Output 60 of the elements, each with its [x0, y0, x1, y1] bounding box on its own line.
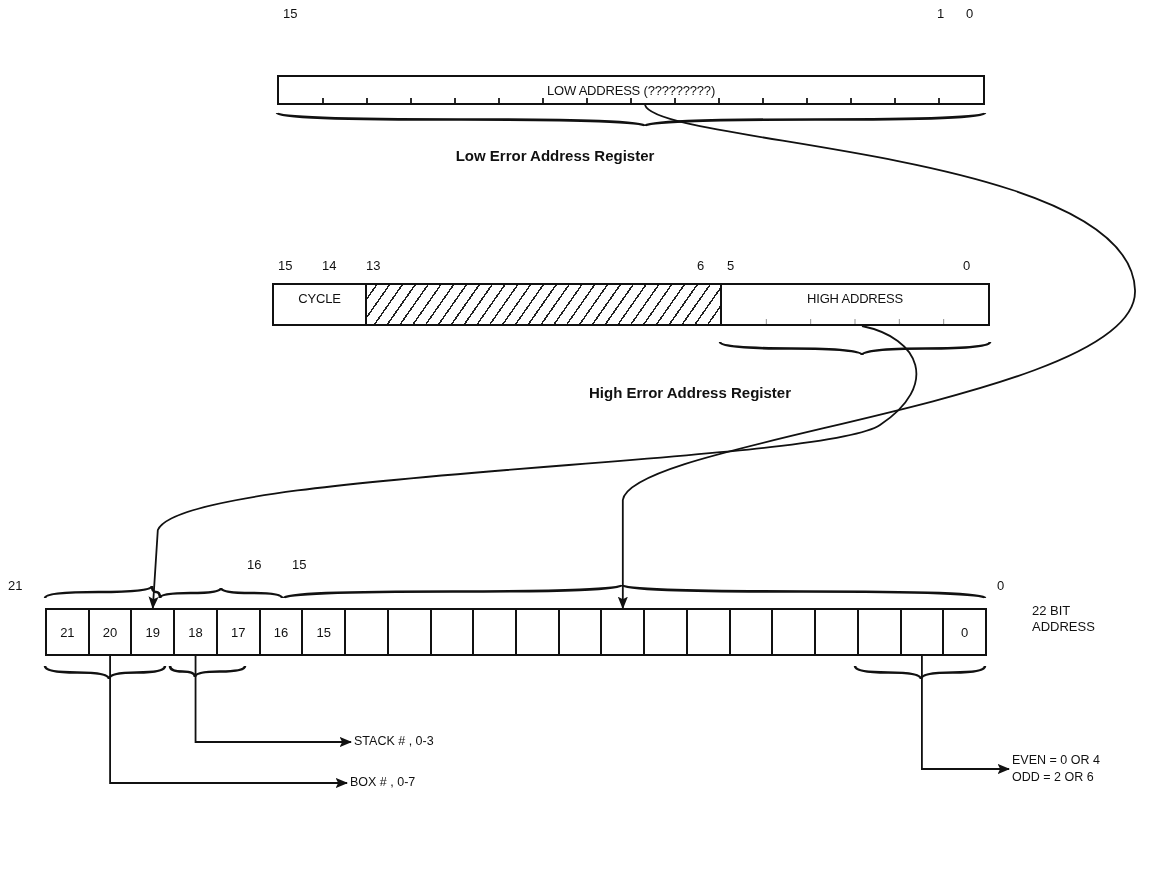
- bit-number: 21: [60, 624, 75, 640]
- register-title: Low Error Address Register: [454, 148, 656, 164]
- bit-cell: [643, 608, 688, 656]
- bit-number: 18: [188, 624, 203, 640]
- bit-number: 19: [145, 624, 161, 640]
- bit-number: 13: [366, 258, 381, 274]
- register-field: [277, 75, 985, 105]
- arrow: [109, 655, 349, 789]
- bit-cell: [515, 608, 560, 656]
- bit-cell: [87, 608, 133, 656]
- bit-number: 16: [247, 557, 262, 573]
- bit-number: 17: [231, 624, 246, 640]
- bit-cell: [429, 608, 475, 656]
- arrow: [921, 655, 1011, 775]
- bit-cell: [814, 608, 859, 656]
- bit-cell: [130, 608, 176, 656]
- register-field: [720, 283, 990, 326]
- bit-number: 6: [697, 258, 705, 274]
- arrow: [617, 104, 1136, 610]
- bit-number: 14: [322, 258, 337, 274]
- field-label: HIGH ADDRESS: [805, 291, 905, 306]
- bit-cell: [301, 608, 347, 656]
- bit-cell: [344, 608, 389, 656]
- bit-cell: [942, 608, 987, 656]
- bit-cell: [45, 608, 90, 656]
- bit-cell: [173, 608, 218, 656]
- bit-number: 0: [997, 578, 1005, 594]
- bit-number: 15: [316, 624, 331, 640]
- bit-cell: [386, 608, 432, 656]
- bit-cell: [899, 608, 945, 656]
- arrow: [194, 655, 353, 748]
- bit-number: 5: [727, 258, 735, 274]
- hatched-reserved-field: [365, 283, 722, 326]
- bit-number: 21: [8, 578, 23, 594]
- annotation-text: EVEN = 0 OR 4: [1012, 752, 1100, 769]
- bit-number: 20: [102, 624, 118, 640]
- annotation-text: BOX # , 0-7: [350, 774, 416, 791]
- bit-cell: [728, 608, 774, 656]
- bit-number: 15: [278, 258, 293, 274]
- bit-number: 0: [963, 258, 971, 274]
- register-title: High Error Address Register: [588, 385, 792, 401]
- annotation-text: ODD = 2 OR 6: [1012, 769, 1094, 786]
- bit-cell: [856, 608, 902, 656]
- bit-number: 1: [937, 6, 945, 22]
- bit-number: 0: [961, 624, 969, 640]
- bit-cell: [771, 608, 817, 656]
- bit-number: 0: [966, 6, 974, 22]
- bit-cell: [685, 608, 731, 656]
- bit-cell: [557, 608, 603, 656]
- bit-cell: [600, 608, 646, 656]
- bit-cell: [472, 608, 517, 656]
- bit-number: 15: [283, 6, 298, 22]
- bit-number: 15: [292, 557, 307, 573]
- arrow: [148, 325, 918, 610]
- bit-cell: [215, 608, 261, 656]
- annotation-text: STACK # , 0-3: [354, 733, 434, 750]
- field-label: CYCLE: [296, 291, 343, 306]
- bit-number: 16: [273, 624, 289, 640]
- bit-cell: [258, 608, 304, 656]
- register-caption: 22 BIT ADDRESS: [1032, 603, 1096, 635]
